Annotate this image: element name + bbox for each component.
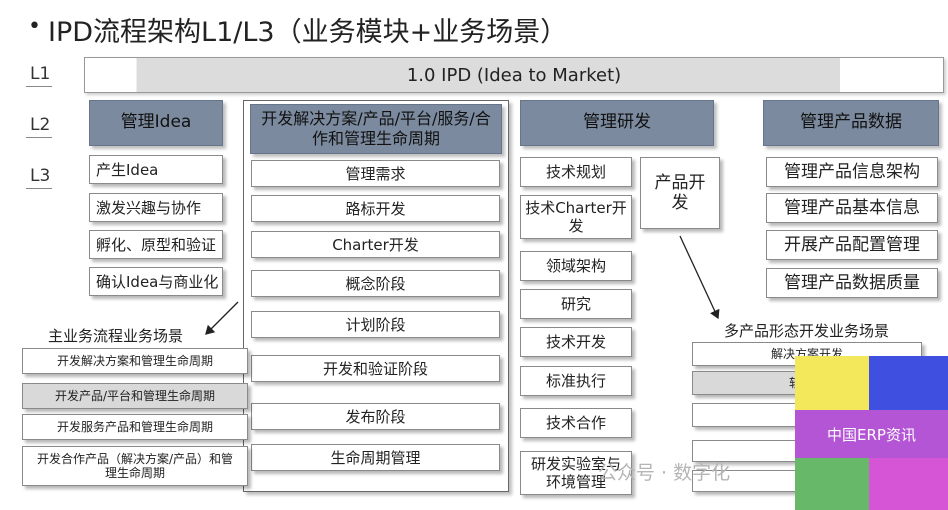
rnd-item: 技术开发 xyxy=(520,327,632,357)
rnd-item: 研究 xyxy=(520,289,632,319)
l1-process-label: 1.0 IPD (Idea to Market) xyxy=(406,64,622,86)
main-scenario-item: 开发产品/平台和管理生命周期 xyxy=(22,383,248,409)
multi-scenarios-label: 多产品形态开发业务场景 xyxy=(724,322,890,340)
data-item: 开展产品配置管理 xyxy=(766,230,938,260)
solution-item: 开发和验证阶段 xyxy=(251,355,500,382)
rnd-item: 技术Charter开发 xyxy=(520,195,632,239)
badge-square-magenta xyxy=(869,458,948,510)
page-title: IPD流程架构L1/L3（业务模块+业务场景） xyxy=(48,17,568,48)
main-scenario-item: 开发服务产品和管理生命周期 xyxy=(22,414,248,440)
badge-square-yellow xyxy=(795,356,869,410)
level-underline-l1 xyxy=(26,86,52,87)
solution-head: 开发解决方案/产品/平台/服务/合作和管理生命周期 xyxy=(250,104,502,154)
solution-item: 生命周期管理 xyxy=(251,444,500,471)
idea-item: 产生Idea xyxy=(89,155,223,184)
level-underline-l2 xyxy=(26,137,52,138)
badge-square-blue xyxy=(869,356,948,410)
main-scenarios-label: 主业务流程业务场景 xyxy=(48,327,184,345)
l1-process-bar: 1.0 IPD (Idea to Market) xyxy=(84,57,944,93)
rnd-item: 技术规划 xyxy=(520,157,632,187)
arrow-to-multi-scenarios xyxy=(679,235,720,320)
solution-item: 路标开发 xyxy=(251,195,500,222)
level-label-l2: L2 xyxy=(30,115,51,135)
rnd-item: 研发实验室与环境管理 xyxy=(520,451,632,495)
solution-item: 概念阶段 xyxy=(251,270,500,297)
erp-badge: 中国ERP资讯 xyxy=(795,356,948,510)
solution-item: 计划阶段 xyxy=(251,311,500,338)
product-dev-box: 产品开发 xyxy=(640,157,720,229)
rnd-item: 领域架构 xyxy=(520,251,632,281)
rnd-item: 技术合作 xyxy=(520,408,632,438)
rnd-head: 管理研发 xyxy=(520,100,714,146)
badge-square-green xyxy=(795,458,869,510)
badge-label: 中国ERP资讯 xyxy=(795,410,948,458)
solution-item: 管理需求 xyxy=(251,160,500,187)
rnd-item: 标准执行 xyxy=(520,366,632,396)
level-label-l1: L1 xyxy=(30,64,51,84)
level-label-l3: L3 xyxy=(30,166,51,186)
idea-item: 激发兴趣与协作 xyxy=(89,193,223,222)
main-scenario-item: 开发解决方案和管理生命周期 xyxy=(22,348,248,374)
title-bullet: • xyxy=(28,14,41,39)
level-underline-l3 xyxy=(26,188,52,189)
data-head: 管理产品数据 xyxy=(763,100,939,146)
idea-item: 孵化、原型和验证 xyxy=(89,230,223,259)
solution-item: 发布阶段 xyxy=(251,403,500,430)
watermark-text: 公众号 · 数字化 xyxy=(598,462,731,484)
data-item: 管理产品信息架构 xyxy=(766,157,938,187)
main-scenario-item: 开发合作产品（解决方案/产品）和管理生命周期 xyxy=(22,446,248,486)
idea-head: 管理Idea xyxy=(89,100,223,146)
solution-item: Charter开发 xyxy=(251,231,500,258)
data-item: 管理产品基本信息 xyxy=(766,193,938,223)
arrow-to-main-scenarios xyxy=(205,301,239,335)
idea-item: 确认Idea与商业化 xyxy=(89,267,223,296)
data-item: 管理产品数据质量 xyxy=(766,268,938,298)
